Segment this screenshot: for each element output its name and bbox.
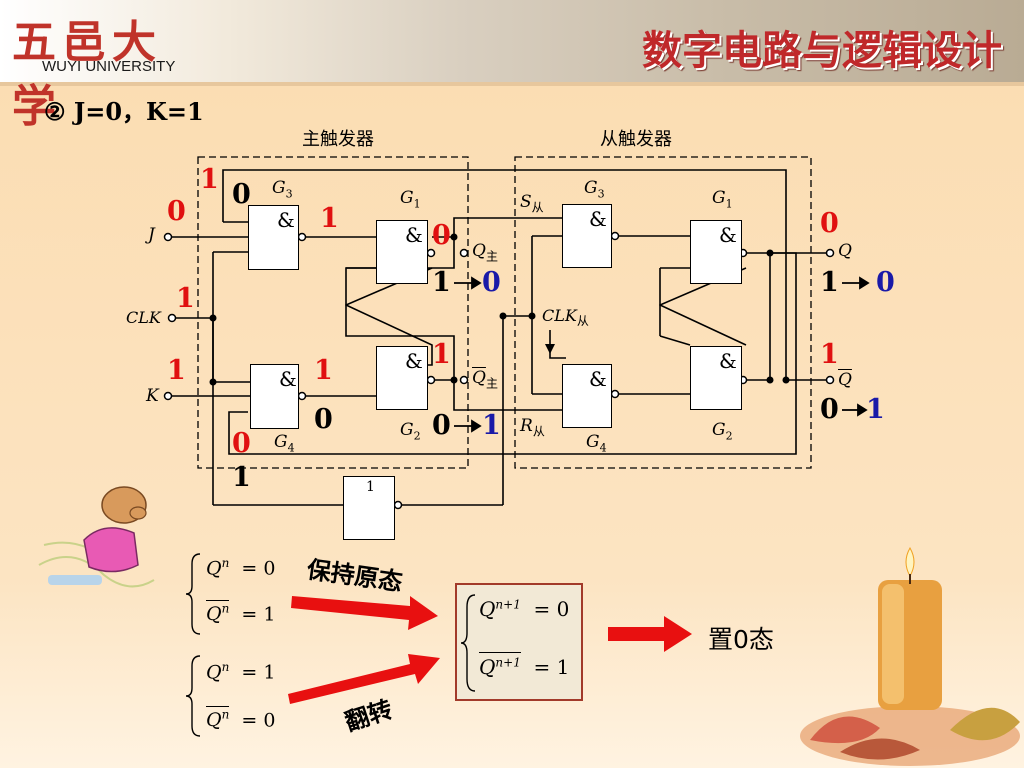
and-symbol: & <box>277 208 295 232</box>
value-g2-output: 1 <box>432 339 451 370</box>
value-qbar-new: 1 <box>866 394 885 425</box>
hold-arrow <box>291 596 438 630</box>
s-slave-label: S从 <box>520 192 544 215</box>
not-symbol: 1 <box>366 479 375 495</box>
and-symbol: & <box>589 207 607 231</box>
hold-qbar-equation: Qn = 1 <box>206 600 276 626</box>
input-clk-label: CLK <box>126 308 161 327</box>
clk-slave-label: CLK从 <box>542 306 589 329</box>
result-label: 置0态 <box>708 625 774 654</box>
hold-equations: Qn = 0 Qn = 1 <box>186 550 296 640</box>
label-master-g1: G1 <box>400 188 421 211</box>
value-g3-output: 1 <box>320 203 339 234</box>
result-arrow <box>608 616 692 652</box>
value-qbar-old: 0 <box>820 394 839 425</box>
master-g4-gate: & <box>250 364 299 429</box>
master-g2-gate: & <box>376 346 428 410</box>
brace-icon <box>186 553 201 635</box>
value-not-input: 1 <box>232 462 251 493</box>
input-k-label: K <box>146 386 159 406</box>
result-qbar-equation: Qn+1 = 1 <box>479 652 569 679</box>
input-j-label: J <box>148 225 155 245</box>
value-qbar-master-old: 0 <box>432 410 451 441</box>
r-slave-label: R从 <box>520 416 545 439</box>
label-slave-g3: G3 <box>584 178 605 201</box>
logo-chinese-text: 五邑大学 <box>12 17 162 132</box>
value-clk-input: 1 <box>176 283 195 314</box>
value-j-input: 0 <box>167 196 186 227</box>
q-master-label: Q主 <box>472 241 498 264</box>
header-bar: 五邑大学 WUYI UNIVERSITY 数字电路与逻辑设计 <box>0 0 1024 132</box>
and-symbol: & <box>405 349 423 373</box>
flip-qbar-equation: Qn = 0 <box>206 706 276 732</box>
slave-section-label: 从触发器 <box>600 129 672 150</box>
flip-equations: Qn = 1 Qn = 0 <box>186 652 296 742</box>
master-g1-gate: & <box>376 220 428 284</box>
value-q-master-old: 1 <box>432 267 451 298</box>
value-g4-feedback: 0 <box>232 428 251 459</box>
label-slave-g4: G4 <box>586 432 607 455</box>
slave-g3-gate: & <box>562 204 612 268</box>
slave-g1-gate: & <box>690 220 742 284</box>
value-q-output: 0 <box>820 208 839 239</box>
value-g4-output: 1 <box>314 355 333 386</box>
value-k-input: 1 <box>167 355 186 386</box>
value-q-new: 0 <box>876 267 895 298</box>
flip-arrow <box>288 654 440 704</box>
cartoon-professor-illustration <box>38 486 155 588</box>
master-section-label: 主触发器 <box>302 129 374 150</box>
master-g3-gate: & <box>248 205 299 270</box>
brace-icon <box>461 594 476 692</box>
university-logo: 五邑大学 WUYI UNIVERSITY <box>4 4 200 132</box>
flip-q-equation: Qn = 1 <box>206 660 276 684</box>
value-qbar-output: 1 <box>820 339 839 370</box>
not-gate: 1 <box>343 476 395 540</box>
qbar-output-label: Q <box>838 370 852 390</box>
label-master-g2: G2 <box>400 420 421 443</box>
brace-icon <box>186 655 201 737</box>
logo-english-text: WUYI UNIVERSITY <box>42 58 176 75</box>
and-symbol: & <box>589 367 607 391</box>
and-symbol: & <box>405 223 423 247</box>
value-g1-output: 0 <box>432 220 451 251</box>
label-master-g4: G4 <box>274 432 295 455</box>
label-slave-g1: G1 <box>712 188 733 211</box>
and-symbol: & <box>719 223 737 247</box>
course-title: 数字电路与逻辑设计 <box>642 28 1002 74</box>
result-q-equation: Qn+1 = 0 <box>479 597 570 621</box>
slave-g4-gate: & <box>562 364 612 428</box>
q-output-label: Q <box>838 241 852 261</box>
case-title: ② J=0，K=1 <box>44 97 204 126</box>
result-box: Qn+1 = 0 Qn+1 = 1 <box>455 583 583 701</box>
label-slave-g2: G2 <box>712 420 733 443</box>
value-q-master-new: 0 <box>482 267 501 298</box>
and-symbol: & <box>719 349 737 373</box>
slave-g2-gate: & <box>690 346 742 410</box>
value-g4-bottom: 0 <box>314 404 333 435</box>
label-master-g3: G3 <box>272 178 293 201</box>
and-symbol: & <box>279 367 297 391</box>
value-feedback-top: 1 <box>200 164 219 195</box>
value-q-old: 1 <box>820 267 839 298</box>
value-qbar-master-new: 1 <box>482 410 501 441</box>
candle-illustration <box>800 546 1020 766</box>
qbar-master-label: Q主 <box>472 368 498 391</box>
value-g3-input-top: 0 <box>232 179 251 210</box>
hold-q-equation: Qn = 0 <box>206 556 276 580</box>
